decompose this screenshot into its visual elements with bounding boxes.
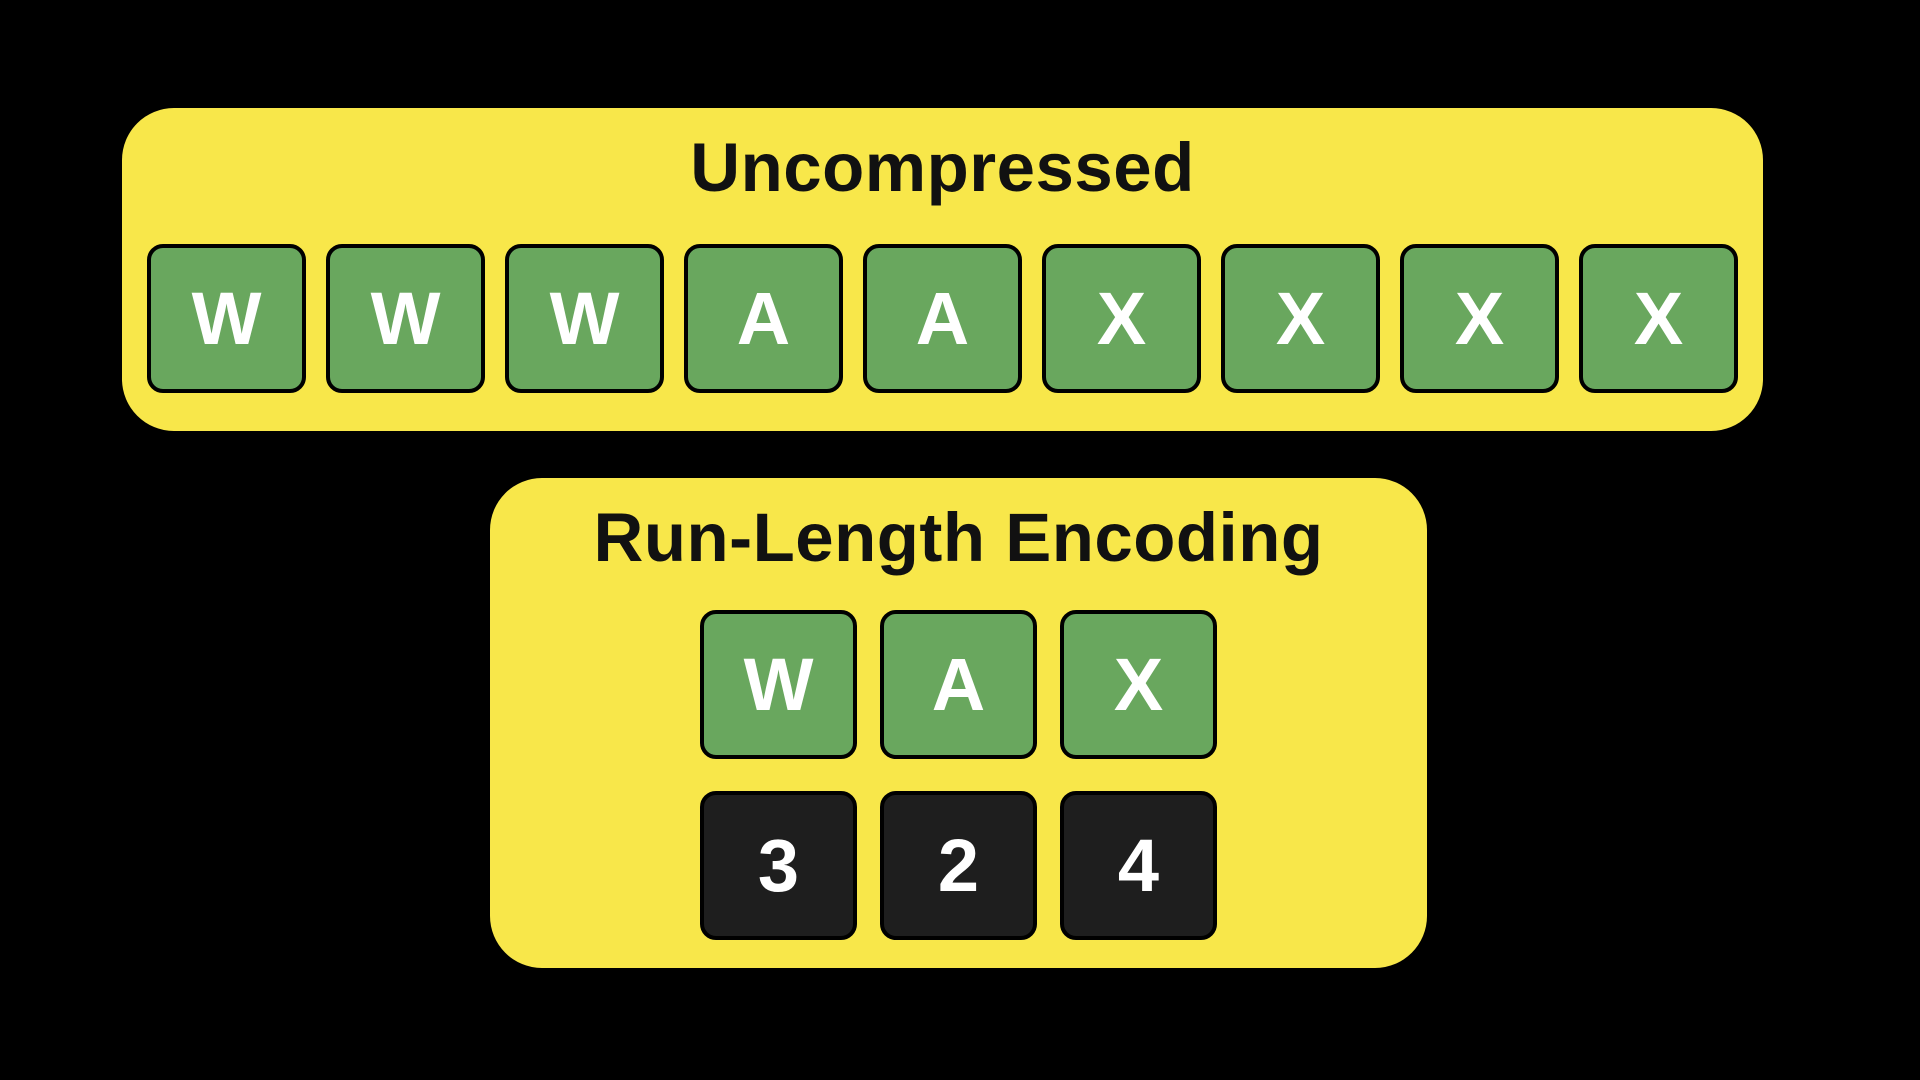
uncompressed-tile: A <box>684 243 843 393</box>
rle-letter-tile: X <box>1060 609 1217 759</box>
rle-count-tile: 2 <box>880 790 1037 940</box>
uncompressed-panel: Uncompressed W W W A A X X X X <box>122 108 1763 431</box>
uncompressed-tile: X <box>1400 243 1559 393</box>
rle-letter-row: W A X <box>700 609 1217 759</box>
uncompressed-tile: A <box>863 243 1022 393</box>
rle-letter-tile: A <box>880 609 1037 759</box>
uncompressed-tile: X <box>1579 243 1738 393</box>
rle-letter-tile: W <box>700 609 857 759</box>
uncompressed-tile: X <box>1221 243 1380 393</box>
rle-count-tile: 3 <box>700 790 857 940</box>
uncompressed-tile: W <box>505 243 664 393</box>
rle-count-row: 3 2 4 <box>700 790 1217 940</box>
rle-panel: Run-Length Encoding W A X 3 2 4 <box>490 478 1427 968</box>
uncompressed-title: Uncompressed <box>690 129 1195 206</box>
uncompressed-tile: W <box>326 243 485 393</box>
uncompressed-tile: W <box>147 243 306 393</box>
rle-count-tile: 4 <box>1060 790 1217 940</box>
rle-title: Run-Length Encoding <box>593 499 1324 576</box>
uncompressed-tile: X <box>1042 243 1201 393</box>
uncompressed-tile-row: W W W A A X X X X <box>147 243 1738 393</box>
